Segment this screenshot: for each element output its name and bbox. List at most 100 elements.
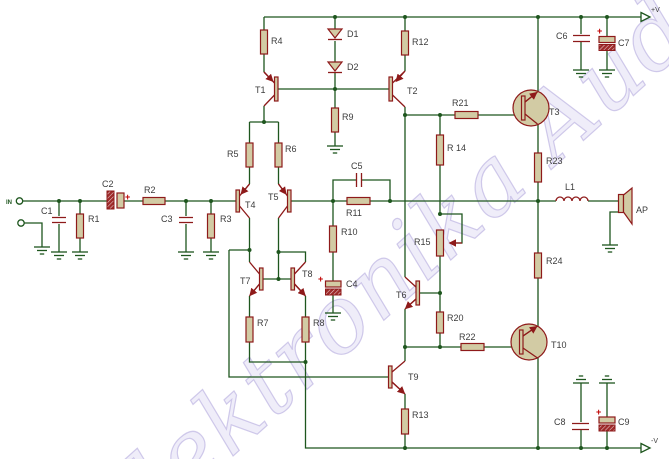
label-C7: C7 [618,38,630,48]
label-T4: T4 [245,200,256,210]
label-R14: R 14 [447,143,466,153]
resistor-R22 [460,342,485,352]
label-R11: R11 [346,208,362,218]
label-D1: D1 [347,29,359,39]
transistor-T4 [235,183,250,219]
resistor-R6 [274,142,283,168]
resistor-R12 [400,30,410,56]
transistor-T7 [249,261,264,297]
transistor-T5 [277,183,292,219]
resistor-R8 [301,316,310,343]
power-transistor-T10 [510,323,548,361]
label-R10: R10 [341,227,358,237]
capacitor-C5 [355,173,363,187]
resistor-R3 [206,213,216,239]
resistor-R23 [533,152,543,183]
label-C9: C9 [618,417,630,427]
capacitor-C2 [106,190,125,210]
capacitor-C6 [573,34,590,43]
capacitor-C8 [572,422,589,431]
label-R20: R20 [447,313,464,323]
resistor-R1 [75,213,85,239]
transistor-T2 [388,70,406,108]
label-R1: R1 [88,214,100,224]
resistor-R7 [245,316,254,343]
resistor-R21 [454,110,479,120]
transistors [235,70,550,395]
label-T9: T9 [408,372,419,382]
transistor-T8 [290,261,306,297]
resistor-R5 [245,142,254,168]
diodes [326,28,344,74]
label-L1: L1 [565,182,575,192]
resistor-R14 [435,134,445,166]
label-R24: R24 [546,256,563,266]
capacitor-C7 [598,35,616,51]
label-AP: AP [636,205,648,215]
label-R9: R9 [342,112,354,122]
polarity-plus-C4: + [318,274,323,284]
capacitor-C3 [179,216,193,224]
label-vneg: -V [651,438,658,445]
label-in: IN [6,200,12,206]
label-R15: R15 [414,237,431,247]
label-T1: T1 [255,85,266,95]
label-C2: C2 [102,179,114,189]
resistor-R10 [328,225,338,253]
inductor-L1 [555,196,589,202]
wires [23,16,641,449]
capacitor-C1 [52,216,66,224]
power-transistor-T3 [512,89,550,127]
label-T5: T5 [268,192,279,202]
diode-D2 [326,61,344,74]
label-C8: C8 [554,417,566,427]
input-ground-terminal [17,219,25,227]
transistor-T6 [404,276,421,310]
label-T6: T6 [396,290,407,300]
label-R12: R12 [412,37,429,47]
polarity-plus-C9: + [596,407,601,417]
transistor-T9 [387,360,406,395]
resistors [75,29,543,435]
label-R4: R4 [271,36,283,46]
label-T10: T10 [551,340,567,350]
label-T2: T2 [407,86,418,96]
label-T7: T7 [240,276,251,286]
label-R2: R2 [144,185,156,195]
label-R23: R23 [546,156,563,166]
label-R22: R22 [459,332,476,342]
transistor-T1 [263,71,279,107]
speaker-AP [617,186,633,226]
label-R5: R5 [227,149,239,159]
input-terminal [15,197,24,205]
label-T8: T8 [302,269,313,279]
resistor-R9 [330,107,340,133]
label-R13: R13 [412,410,429,420]
resistor-R20 [435,311,445,334]
label-C3: C3 [161,214,173,224]
diode-D1 [326,28,344,41]
resistor-R4 [259,29,269,55]
label-T3: T3 [549,107,560,117]
label-R7: R7 [257,318,269,328]
resistor-R13 [400,408,410,435]
label-D2: D2 [347,62,359,72]
capacitor-C9 [598,416,616,432]
label-C1: C1 [41,206,53,216]
positive-rail-arrow-icon [640,11,652,23]
resistor-R24 [533,252,543,279]
polarity-plus-C2: + [125,192,130,202]
label-C5: C5 [351,161,363,171]
trimmer-R15 [435,229,445,257]
label-R8: R8 [313,318,325,328]
capacitor-C4 [324,280,342,296]
labels: IN +V -V C1 R1 C2 R2 C3 R3 R4 T1 D1 D2 R… [6,7,660,445]
capacitors [52,34,616,432]
label-R21: R21 [452,98,469,108]
negative-rail-arrow-icon [640,442,652,454]
junction-dots [57,15,609,450]
label-R6: R6 [285,144,297,154]
label-vpos: +V [651,7,660,14]
